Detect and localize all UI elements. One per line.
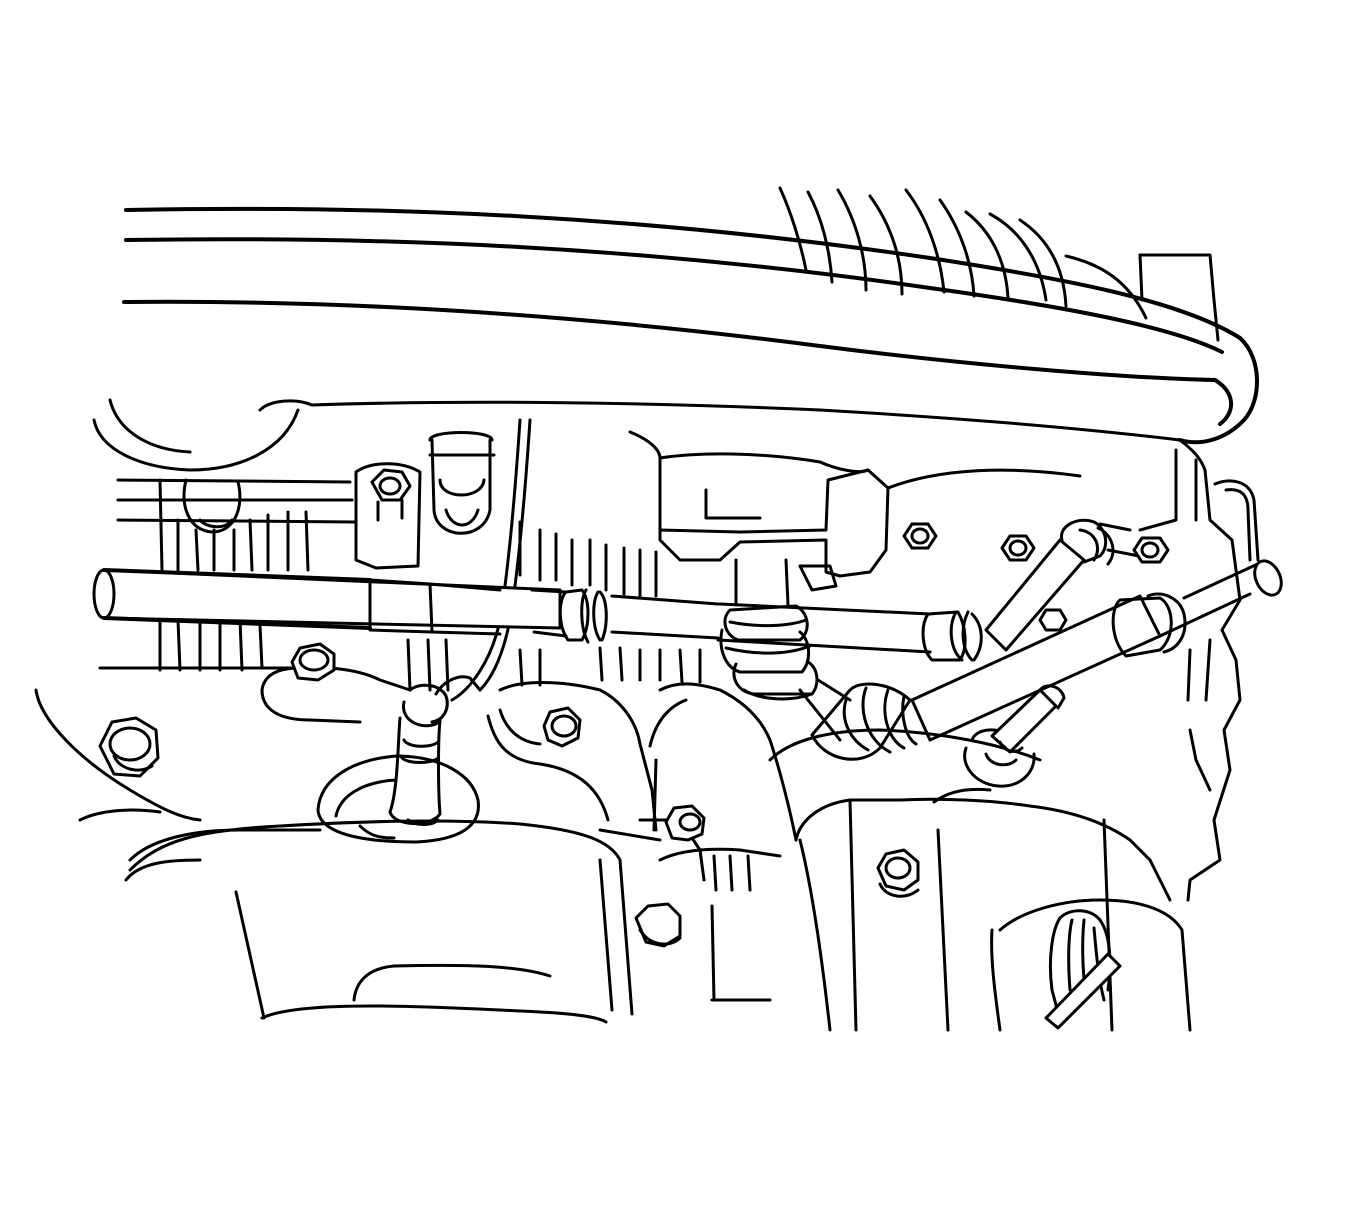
upper-right-hose bbox=[716, 518, 1162, 662]
injector-cover-housing bbox=[98, 478, 310, 672]
exhaust-manifold bbox=[128, 681, 658, 1024]
vacuum-hose-right bbox=[798, 559, 1283, 761]
vacuum-pipe bbox=[92, 568, 720, 644]
lower-left-block bbox=[34, 642, 412, 882]
right-housing bbox=[1138, 438, 1260, 902]
manifold-ribs bbox=[406, 520, 702, 692]
fuel-injector-1 bbox=[428, 431, 496, 535]
center-exhaust-pipe bbox=[598, 682, 798, 1002]
map-sensor-block bbox=[628, 430, 1082, 701]
upper-intake-cover bbox=[122, 186, 1259, 445]
bolts-upper bbox=[902, 522, 1170, 632]
left-bracket bbox=[354, 462, 422, 570]
throttle-body bbox=[92, 398, 356, 524]
oxygen-sensor-left bbox=[316, 675, 482, 844]
right-lower-component bbox=[1044, 909, 1122, 1030]
right-exhaust-manifold bbox=[768, 684, 1192, 1032]
